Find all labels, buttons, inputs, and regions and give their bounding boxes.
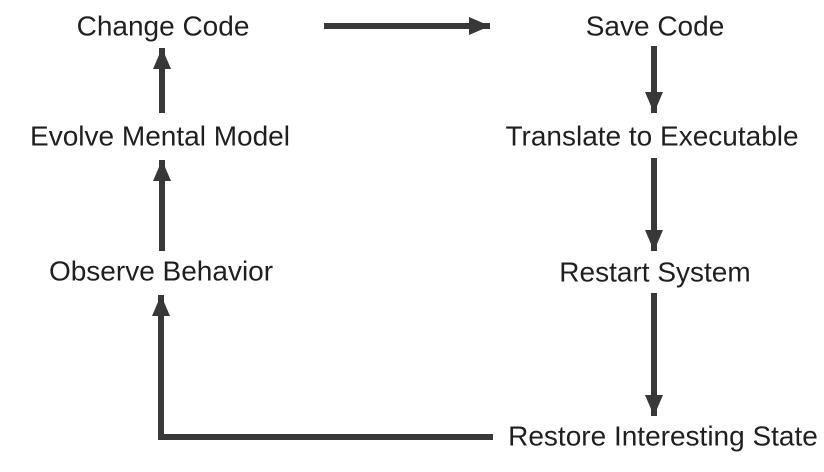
node-restart-system: Restart System (559, 256, 751, 288)
node-evolve-mental-model: Evolve Mental Model (30, 120, 290, 152)
node-save-code: Save Code (585, 10, 725, 42)
node-change-code: Change Code (76, 10, 250, 42)
node-observe-behavior: Observe Behavior (48, 255, 274, 287)
arrow-restore-to-observe (152, 295, 493, 440)
node-translate-to-executable: Translate to Executable (505, 120, 799, 152)
node-restore-interesting-state: Restore Interesting State (508, 420, 818, 452)
